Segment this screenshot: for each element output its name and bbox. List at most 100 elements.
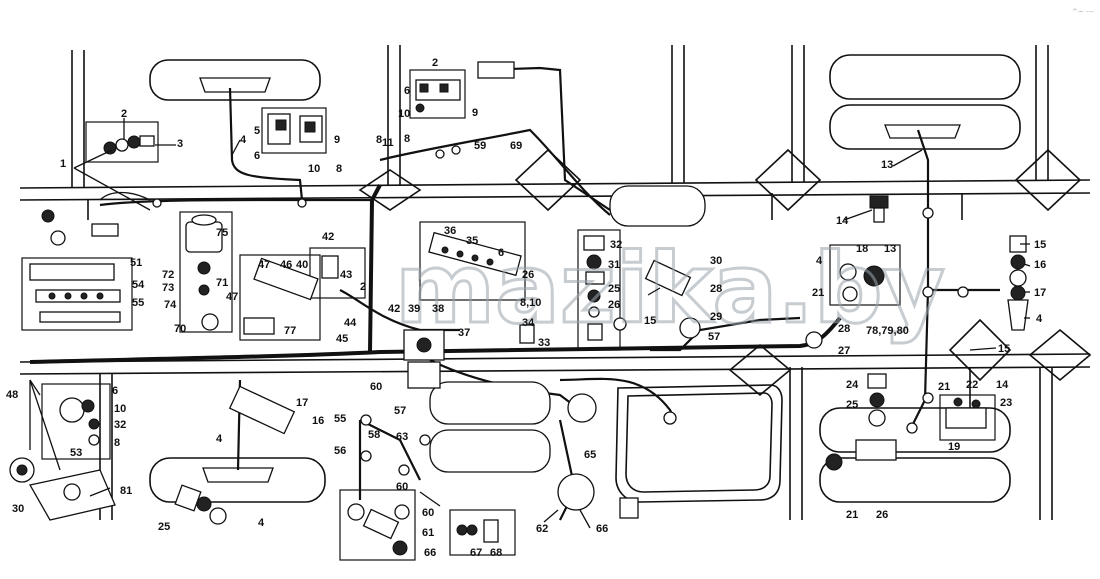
callout-55: 55 bbox=[132, 297, 144, 309]
callout-34: 34 bbox=[522, 317, 535, 329]
valve-8-10 bbox=[519, 324, 535, 344]
callout-6: 6 bbox=[254, 150, 260, 162]
callout-45: 45 bbox=[336, 333, 348, 345]
callout-32b: 32 bbox=[114, 419, 126, 431]
callout-53: 53 bbox=[70, 447, 82, 459]
valve-57-lower bbox=[663, 411, 677, 425]
callout-47a: 47 bbox=[226, 291, 238, 303]
callout-57b: 57 bbox=[394, 405, 406, 417]
callout-14: 14 bbox=[836, 215, 849, 227]
plates-51-55 bbox=[29, 263, 121, 323]
callout-23: 23 bbox=[1000, 397, 1012, 409]
brake-chamber-16 bbox=[228, 385, 296, 435]
callout-4b: 4 bbox=[1036, 313, 1043, 325]
callout-1: 1 bbox=[60, 158, 66, 170]
callout-48: 48 bbox=[6, 389, 18, 401]
callout-10b: 10 bbox=[398, 108, 410, 120]
callout-4e: 4 bbox=[258, 517, 265, 529]
callout-6b: 6 bbox=[404, 85, 410, 97]
fitting-top-left bbox=[41, 209, 119, 246]
callout-30: 30 bbox=[710, 255, 722, 267]
callout-16b: 16 bbox=[312, 415, 324, 427]
callout-4c: 4 bbox=[816, 255, 823, 267]
callout-labels: 1 2 3 4 5 6 8 9 10 8 2 6 10 9 8 11 59 69… bbox=[6, 57, 1046, 559]
valve-block-top-center bbox=[415, 79, 461, 113]
callout-6d: 6 bbox=[112, 385, 118, 397]
compressor bbox=[477, 61, 515, 79]
callout-31: 31 bbox=[608, 259, 620, 271]
callout-56: 56 bbox=[334, 445, 346, 457]
air-receivers bbox=[429, 185, 706, 511]
valve-61 bbox=[347, 503, 410, 556]
callout-8b: 8 bbox=[376, 134, 382, 146]
callout-4d: 4 bbox=[216, 433, 223, 445]
callout-25a: 25 bbox=[608, 283, 620, 295]
callout-66b: 66 bbox=[596, 523, 608, 535]
callout-73: 73 bbox=[162, 282, 174, 294]
valve-column-32 bbox=[583, 235, 605, 341]
central-valve-39 bbox=[403, 329, 445, 389]
callout-6c: 6 bbox=[498, 247, 504, 259]
callout-4: 4 bbox=[240, 134, 247, 146]
callout-37: 37 bbox=[458, 327, 470, 339]
callout-71: 71 bbox=[216, 277, 228, 289]
chamber-stack-right bbox=[1007, 235, 1029, 331]
rear-left-tire-outer bbox=[829, 54, 1021, 100]
callout-33: 33 bbox=[538, 337, 550, 349]
valve-30 bbox=[644, 259, 692, 297]
callout-17b: 17 bbox=[296, 397, 308, 409]
receiver-lower-1 bbox=[429, 381, 551, 425]
callout-26a: 26 bbox=[522, 269, 534, 281]
callout-9: 9 bbox=[334, 134, 340, 146]
callout-40: 40 bbox=[296, 259, 308, 271]
callout-57: 57 bbox=[708, 331, 720, 343]
cab-outline bbox=[615, 384, 783, 503]
callout-27: 27 bbox=[838, 345, 850, 357]
callout-11: 11 bbox=[382, 137, 394, 149]
callout-46: 46 bbox=[280, 259, 292, 271]
callout-42b: 42 bbox=[388, 303, 400, 315]
callout-15: 15 bbox=[1034, 239, 1046, 251]
callout-59: 59 bbox=[474, 140, 486, 152]
callout-58: 58 bbox=[368, 429, 380, 441]
valve-cluster-53 bbox=[59, 397, 100, 446]
callout-5: 5 bbox=[254, 125, 260, 137]
detail-boxes bbox=[21, 69, 996, 561]
valve-67-68 bbox=[456, 519, 499, 543]
callout-74: 74 bbox=[164, 299, 177, 311]
callout-70: 70 bbox=[174, 323, 186, 335]
callout-21c: 21 bbox=[846, 509, 858, 521]
callout-18: 18 bbox=[856, 243, 868, 255]
front-right-hub bbox=[202, 467, 274, 483]
callout-10: 10 bbox=[308, 163, 320, 175]
callout-25c: 25 bbox=[158, 521, 170, 533]
valve-42 bbox=[321, 255, 339, 279]
callout-8c: 8 bbox=[404, 133, 410, 145]
rear-left-hub bbox=[884, 124, 961, 139]
callout-77: 77 bbox=[284, 325, 296, 337]
callout-10c: 10 bbox=[114, 403, 126, 415]
callout-55b: 55 bbox=[334, 413, 346, 425]
callout-25b: 25 bbox=[846, 399, 858, 411]
callout-68: 68 bbox=[490, 547, 502, 559]
receiver-top bbox=[609, 185, 706, 227]
callout-26c: 26 bbox=[876, 509, 888, 521]
callout-69: 69 bbox=[510, 140, 522, 152]
callout-29: 29 bbox=[710, 311, 722, 323]
reservoir-75 bbox=[185, 214, 223, 331]
moisture-separator bbox=[567, 393, 597, 423]
rear-chamber-24 bbox=[825, 373, 897, 471]
callout-47b: 47 bbox=[258, 259, 270, 271]
callout-21a: 21 bbox=[812, 287, 824, 299]
callout-65: 65 bbox=[584, 449, 596, 461]
callout-66: 66 bbox=[424, 547, 436, 559]
callout-39: 39 bbox=[408, 303, 420, 315]
chassis-frame bbox=[19, 45, 1092, 520]
front-left-hub bbox=[199, 77, 271, 93]
callout-3: 3 bbox=[177, 138, 183, 150]
valve-block-19 bbox=[945, 397, 987, 429]
callout-63: 63 bbox=[396, 431, 408, 443]
callout-26b: 26 bbox=[608, 299, 620, 311]
callout-8: 8 bbox=[336, 163, 342, 175]
